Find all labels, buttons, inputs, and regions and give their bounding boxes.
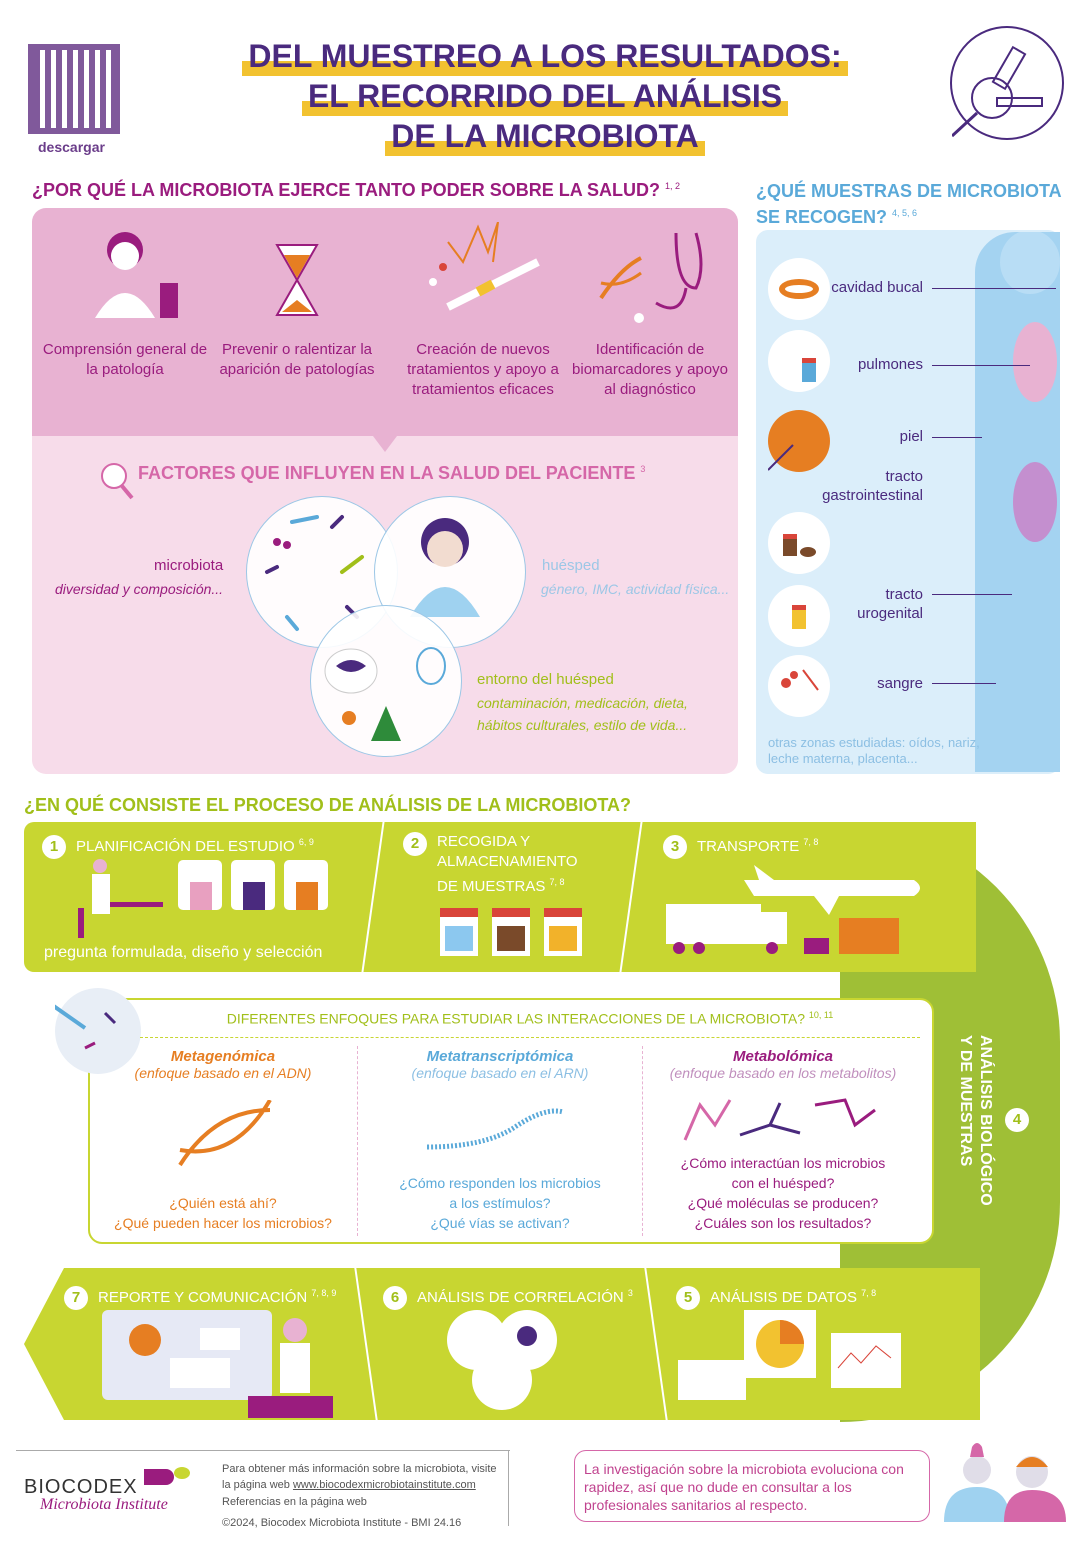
title-line: DE LA MICROBIOTA [385, 116, 705, 156]
step-4-title: ANÁLISIS BIOLÓGICO Y DE MUESTRAS [957, 1035, 994, 1206]
sample-cup-icon [440, 908, 478, 956]
syringe-pills-icon [418, 221, 548, 327]
microbiota-label: microbiota [154, 557, 224, 574]
benefit-biomarkers: Identificación de biomarcadores y apoyo … [572, 341, 728, 398]
logo-mark [144, 1469, 174, 1485]
blood-sample-icon [768, 655, 830, 717]
divider [16, 1450, 510, 1451]
pointer-line [932, 437, 982, 438]
urine-sample-icon [768, 585, 830, 647]
pointer-line [932, 683, 996, 684]
stool-sample-icon [768, 512, 830, 574]
doctor-microscope-icon [50, 228, 190, 323]
footer-info: Para obtener más información sobre la mi… [222, 1463, 497, 1529]
process-heading: ¿EN QUÉ CONSISTE EL PROCESO DE ANÁLISIS … [24, 795, 632, 815]
approaches-heading: DIFERENTES ENFOQUES PARA ESTUDIAR LAS IN… [140, 1010, 920, 1038]
environment-detail: contaminación, medicación, dieta, [477, 695, 688, 711]
host-detail: género, IMC, actividad física... [541, 581, 730, 597]
qr-code[interactable] [28, 44, 120, 134]
divider [642, 1046, 643, 1236]
microbiota-detail: diversidad y composición... [55, 581, 224, 597]
sample-lungs: pulmones [857, 356, 923, 373]
page-title: DEL MUESTREO A LOS RESULTADOS: EL RECORR… [200, 36, 890, 156]
dna-icon [175, 1098, 275, 1175]
benefit-treatments: Creación de nuevos tratamientos y apoyo … [407, 341, 559, 398]
sample-gut: tracto gastrointestinal [822, 468, 923, 504]
pointer-line [932, 594, 1012, 595]
host-label: huésped [542, 557, 600, 574]
approach-metagenomics: Metagenómica(enfoque basado en el ADN) [134, 1048, 312, 1081]
sample-blood: sangre [877, 675, 923, 692]
mouth-sample-icon [768, 258, 830, 320]
sample-cup-icon [544, 908, 582, 956]
why-heading: ¿POR QUÉ LA MICROBIOTA EJERCE TANTO PODE… [32, 180, 681, 200]
microbes-syringe-icon [33, 988, 141, 1074]
step-1-caption: pregunta formulada, diseño y selección [44, 944, 323, 961]
lung-sample-icon [768, 330, 830, 392]
approach-metatranscriptomics: Metatranscriptómica(enfoque basado en el… [411, 1048, 589, 1081]
other-sample-zones: otras zonas estudiadas: oídos, nariz, le… [768, 735, 980, 766]
approach-metabolomics: Metabolómica(enfoque basado en los metab… [669, 1048, 897, 1081]
divider [508, 1450, 509, 1526]
title-line: DEL MUESTREO A LOS RESULTADOS: [242, 36, 848, 76]
pointer-line [932, 288, 1056, 289]
environment-detail: hábitos culturales, estilo de vida... [477, 717, 688, 733]
approach-questions: ¿Quién está ahí?¿Qué pueden hacer los mi… [114, 1195, 332, 1231]
pointer-line [932, 365, 1030, 366]
data-charts-icon [676, 1308, 906, 1403]
skin-sample-icon [767, 410, 830, 472]
environment-label: entorno del huésped [477, 671, 614, 688]
divider [357, 1046, 358, 1236]
transport-illustration [664, 860, 929, 960]
sample-mouth: cavidad bucal [831, 279, 923, 296]
hourglass-icon [272, 240, 322, 320]
correlation-venn-icon [445, 1308, 560, 1413]
health-professionals-icon [942, 1442, 1068, 1522]
step-4-number: 4 [1005, 1108, 1029, 1132]
human-body-illustration [975, 230, 1060, 772]
why-panel [32, 208, 738, 436]
dna-stethoscope-icon [596, 228, 711, 328]
molecules-icon [680, 1095, 880, 1150]
sample-skin: piel [899, 428, 923, 445]
microscope-icon [950, 26, 1064, 140]
rna-icon [425, 1102, 565, 1157]
website-link[interactable]: www.biocodexmicrobiotainstitute.com [292, 1479, 476, 1491]
sample-cup-icon [492, 908, 530, 956]
reporting-illustration [100, 1308, 340, 1420]
title-line: EL RECORRIDO DEL ANÁLISIS [301, 76, 789, 116]
environment-circle [310, 605, 462, 757]
institute-logo-text: Microbiota Institute [40, 1496, 168, 1513]
logo-dot [174, 1467, 190, 1479]
host-circle [374, 496, 526, 648]
magnifier-icon [92, 458, 136, 502]
biocodex-logo: BIOCODEX [24, 1476, 138, 1498]
benefit-prevention: Prevenir o ralentizar la aparición de pa… [219, 341, 375, 378]
factors-heading: FACTORES QUE INFLUYEN EN LA SALUD DEL PA… [138, 463, 646, 483]
download-label[interactable]: descargar [38, 139, 105, 155]
sample-urogenital: tracto urogenital [857, 586, 923, 622]
study-planning-illustration [78, 858, 338, 940]
benefit-understanding: Comprensión general de la patología [42, 341, 208, 378]
advice-message: La investigación sobre la microbiota evo… [574, 1450, 930, 1522]
